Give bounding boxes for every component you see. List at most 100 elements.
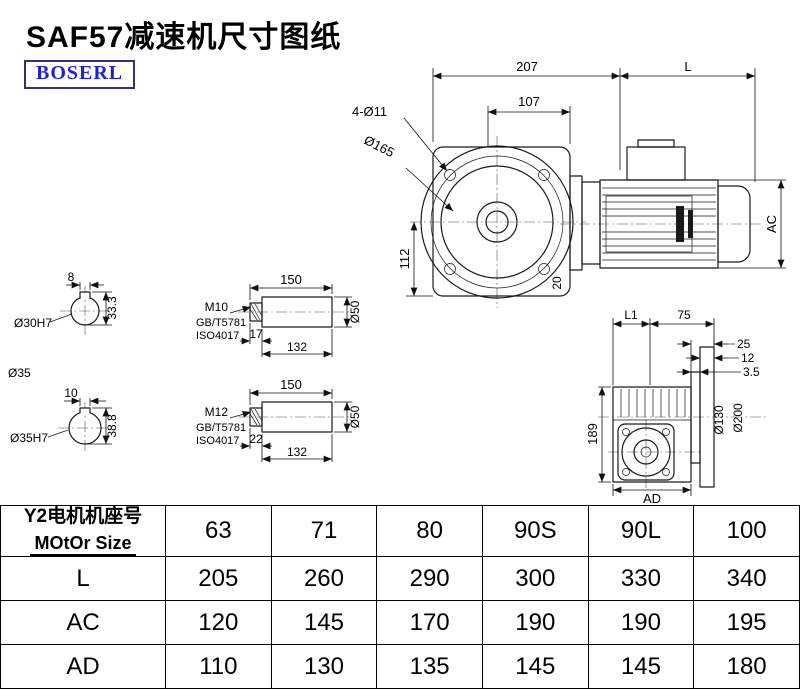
shaft-detail-2: 150 M12 GB/T5781 ISO4017 22 132 Ø50 <box>196 377 362 463</box>
front-view <box>410 136 762 308</box>
flange-disc <box>699 346 715 488</box>
bolt-hole <box>538 169 550 181</box>
side-housing <box>612 386 692 483</box>
row-label-L: L <box>0 556 166 601</box>
brand-text: BOSERL <box>36 62 124 84</box>
dim-107: 107 <box>518 94 540 109</box>
table-cell: 130 <box>270 644 378 689</box>
table-cell: 190 <box>587 600 695 645</box>
dim-75: 75 <box>677 308 691 322</box>
dimension-drawing: 207 L 107 4-Ø11 Ø165 112 AC 20 <box>8 59 786 505</box>
row-label-AD: AD <box>0 644 166 689</box>
label-thread-m12: M12 <box>205 405 229 419</box>
table-cell: 300 <box>481 556 589 601</box>
table-row-AC: AC 120 145 170 190 190 195 <box>0 600 800 645</box>
motor-adapter <box>569 175 583 271</box>
dia-130: Ø130 <box>712 405 726 435</box>
dia-200: Ø200 <box>731 403 745 433</box>
label-thread-m10: M10 <box>205 300 229 314</box>
table-cell: 195 <box>693 600 800 645</box>
side-view <box>598 346 766 488</box>
dim-25: 25 <box>737 337 751 351</box>
table-cell: 120 <box>165 600 272 645</box>
size-col-71: 71 <box>270 505 378 557</box>
row-label-AC: AC <box>0 600 166 645</box>
shaft-section-1: 8 Ø30H7 33.3 Ø35 <box>8 270 119 380</box>
table-cell: 170 <box>376 600 483 645</box>
dim-keyway-width-8: 8 <box>68 270 75 284</box>
front-view-dimensions: 207 L 107 4-Ø11 Ø165 112 AC 20 <box>352 59 786 297</box>
label-flange-dia: Ø165 <box>362 132 397 160</box>
table-cell: 190 <box>481 600 589 645</box>
bolt-hole <box>444 263 456 275</box>
table-cell: 205 <box>165 556 272 601</box>
dim-motor-length-L: L <box>684 59 691 74</box>
dim-body-length-132: 132 <box>287 445 307 459</box>
dim-20: 20 <box>550 276 564 290</box>
table-cell: 330 <box>587 556 695 601</box>
dim-length-150: 150 <box>280 377 302 392</box>
dim-12: 12 <box>741 351 755 365</box>
brand-logo: BOSERL <box>24 60 136 89</box>
table-cell: 110 <box>165 644 272 689</box>
table-row-L: L 205 260 290 300 330 340 <box>0 556 800 601</box>
dim-keyway-height-38-8: 38.8 <box>105 414 119 438</box>
dim-112: 112 <box>397 249 412 270</box>
shaft-body <box>261 296 333 328</box>
label-standard-iso: ISO4017 <box>196 435 239 447</box>
label-standard-iso: ISO4017 <box>196 330 239 342</box>
dim-189: 189 <box>585 423 600 445</box>
terminal-box <box>626 146 686 181</box>
motor-size-table: Y2电机机座号 MOtOr Size 63 71 80 90S 90L 100 … <box>0 505 800 689</box>
dim-thread-length-17: 17 <box>249 327 263 341</box>
dim-l1: L1 <box>624 308 638 322</box>
label-bore-35h7: Ø35H7 <box>10 431 48 445</box>
fan-cover <box>717 185 751 263</box>
output-shaft-circle <box>621 427 671 477</box>
dim-dia-50: Ø50 <box>348 405 362 428</box>
size-col-63: 63 <box>165 505 272 557</box>
table-row-AD: AD 110 130 135 145 145 180 <box>0 644 800 689</box>
page-title: SAF57减速机尺寸图纸 <box>26 21 342 54</box>
side-view-dimensions: L1 75 25 12 3.5 189 Ø130 Ø200 AD <box>585 308 760 505</box>
header-cn: Y2电机机座号 <box>23 506 143 527</box>
table-cell: 290 <box>376 556 483 601</box>
dim-ac: AC <box>764 215 779 233</box>
size-col-90l: 90L <box>587 505 695 557</box>
label-standard-gb: GB/T5781 <box>196 317 246 329</box>
gearbox-housing <box>432 146 571 297</box>
flange-outer-circle <box>420 145 574 299</box>
motor-size-header-cell: Y2电机机座号 MOtOr Size <box>0 505 166 557</box>
shaft-detail-1: 150 M10 GB/T5781 ISO4017 17 132 Ø50 <box>196 272 362 358</box>
dim-ad: AD <box>643 491 661 505</box>
table-cell: 135 <box>376 644 483 689</box>
table-header-row: Y2电机机座号 MOtOr Size 63 71 80 90S 90L 100 <box>0 505 800 557</box>
flange-spigot <box>690 371 701 464</box>
table-cell: 145 <box>270 600 378 645</box>
bolt-hole <box>538 263 550 275</box>
dim-length-150: 150 <box>280 272 302 287</box>
shaft-section-2: 10 Ø35H7 38.8 <box>10 386 119 454</box>
label-bolt-holes: 4-Ø11 <box>352 104 387 119</box>
size-col-100: 100 <box>693 505 800 557</box>
table-cell: 340 <box>693 556 800 601</box>
bolt-circle <box>430 155 564 289</box>
dim-keyway-width-10: 10 <box>64 386 78 400</box>
table-cell: 180 <box>693 644 800 689</box>
label-standard-gb: GB/T5781 <box>196 422 246 434</box>
dim-207: 207 <box>516 59 538 74</box>
table-cell: 260 <box>270 556 378 601</box>
dim-thread-length-22: 22 <box>249 432 263 446</box>
dim-3-5: 3.5 <box>743 365 760 379</box>
label-bore-30h7: Ø30H7 <box>14 316 52 330</box>
bolt-hole <box>444 169 456 181</box>
size-col-90s: 90S <box>481 505 589 557</box>
table-cell: 145 <box>587 644 695 689</box>
header-en: MOtOr Size <box>30 532 136 556</box>
output-flange-square <box>617 423 675 481</box>
label-od-35: Ø35 <box>8 366 31 380</box>
table-cell: 145 <box>481 644 589 689</box>
shaft-body <box>261 401 333 433</box>
size-col-80: 80 <box>376 505 483 557</box>
dim-body-length-132: 132 <box>287 340 307 354</box>
